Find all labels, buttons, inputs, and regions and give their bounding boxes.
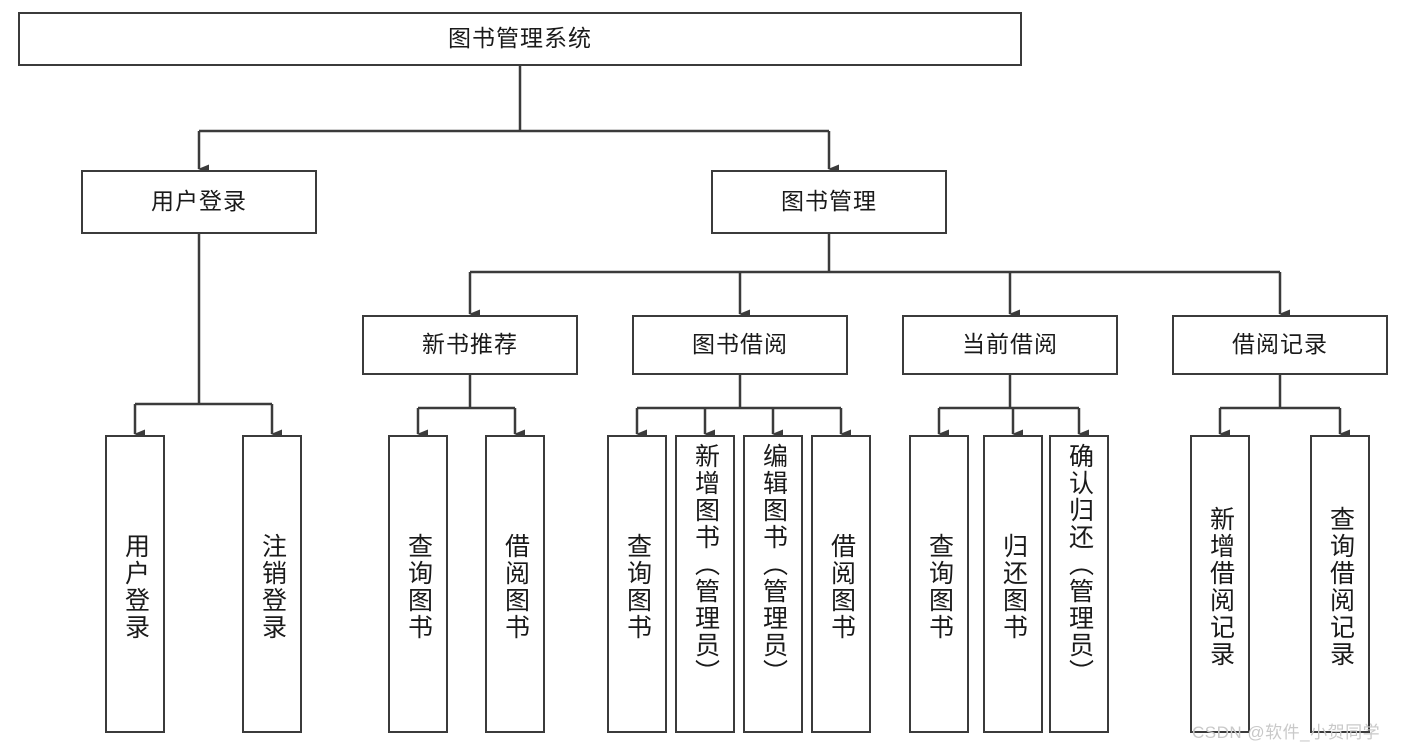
node-borrow-records[interactable]: 借阅记录 [1172,315,1388,375]
node-label: 用户登录 [151,188,247,215]
node-label: 注销登录 [258,533,287,641]
node-label: 编辑图书（管理员） [759,443,788,686]
node-label: 新增图书（管理员） [691,443,720,686]
node-label: 借阅图书 [827,533,856,641]
node-book-management[interactable]: 图书管理 [711,170,947,234]
leaf-logout[interactable]: 注销登录 [242,435,302,733]
node-label: 用户登录 [121,533,150,641]
leaf-query-borrow-record[interactable]: 查询借阅记录 [1310,435,1370,733]
node-label: 借阅图书 [501,533,530,641]
node-label: 查询图书 [623,533,652,641]
node-book-borrow[interactable]: 图书借阅 [632,315,848,375]
node-label: 归还图书 [999,533,1028,641]
leaf-confirm-return-admin[interactable]: 确认归还（管理员） [1049,435,1109,733]
node-label: 新增借阅记录 [1206,506,1235,668]
node-current-borrow[interactable]: 当前借阅 [902,315,1118,375]
watermark: CSDN @软件_小贺同学 [1192,723,1381,742]
edge-layer [133,66,1350,439]
node-label: 图书管理 [781,188,877,215]
node-label: 查询图书 [404,533,433,641]
leaf-borrow-book[interactable]: 借阅图书 [811,435,871,733]
leaf-query-book-current[interactable]: 查询图书 [909,435,969,733]
node-label: 当前借阅 [962,331,1058,358]
leaf-edit-book-admin[interactable]: 编辑图书（管理员） [743,435,803,733]
node-label: 新书推荐 [422,331,518,358]
leaf-query-book[interactable]: 查询图书 [607,435,667,733]
node-root[interactable]: 图书管理系统 [18,12,1022,66]
leaf-user-login[interactable]: 用户登录 [105,435,165,733]
node-label: 查询图书 [925,533,954,641]
leaf-query-book-recommend[interactable]: 查询图书 [388,435,448,733]
node-user-login[interactable]: 用户登录 [81,170,317,234]
leaf-return-book[interactable]: 归还图书 [983,435,1043,733]
leaf-add-book-admin[interactable]: 新增图书（管理员） [675,435,735,733]
node-label: 确认归还（管理员） [1065,443,1094,686]
node-label: 借阅记录 [1232,331,1328,358]
node-new-book-recommend[interactable]: 新书推荐 [362,315,578,375]
leaf-borrow-book-recommend[interactable]: 借阅图书 [485,435,545,733]
node-label: 图书借阅 [692,331,788,358]
node-label: 图书管理系统 [448,25,592,52]
leaf-add-borrow-record[interactable]: 新增借阅记录 [1190,435,1250,733]
node-label: 查询借阅记录 [1326,506,1355,668]
